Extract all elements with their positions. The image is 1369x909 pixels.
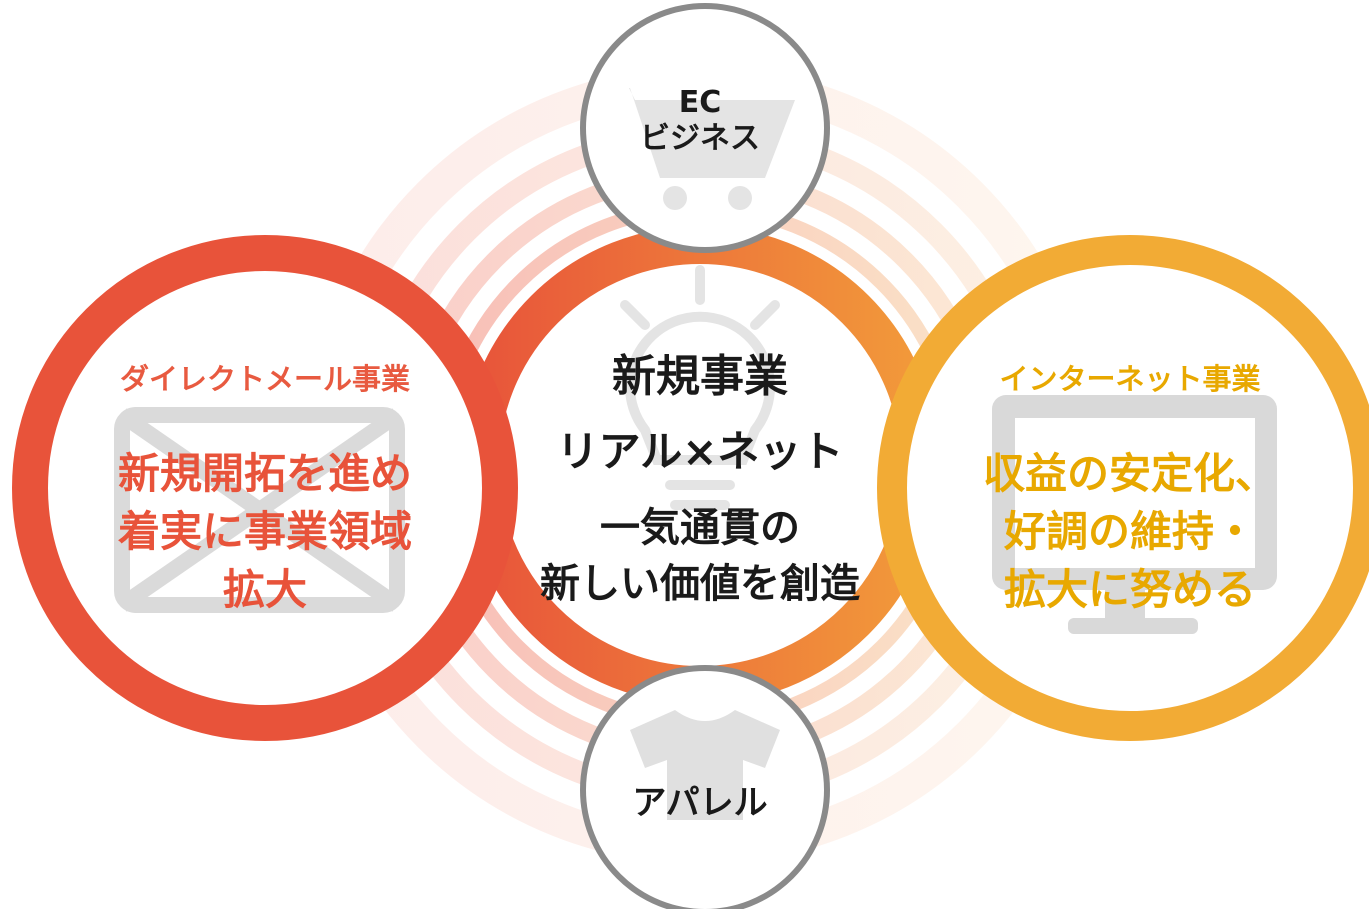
ec-label-line2: ビジネス: [640, 121, 760, 156]
ec-label-line1: EC: [678, 85, 722, 120]
ec-circle: [580, 3, 830, 253]
direct-mail-description: 新規開拓を進め 着実に事業領域 拡大: [117, 449, 412, 614]
internet-circle: [877, 235, 1369, 741]
ec-label: EC ビジネス: [600, 85, 800, 157]
tshirt-icon: [630, 710, 780, 820]
monitor-icon: [992, 395, 1277, 634]
cart-icon: [600, 88, 795, 210]
apparel-label: アパレル: [632, 783, 768, 823]
direct-mail-heading: ダイレクトメール事業: [119, 362, 410, 396]
internet-description: 収益の安定化、 好調の維持・ 拡大に努める: [982, 449, 1277, 614]
center-title: 新規事業: [612, 351, 788, 402]
direct-mail-circle: [12, 235, 518, 741]
lightbulb-icon: [620, 265, 780, 510]
center-subtitle: リアル×ネット: [556, 427, 844, 476]
center-description: 一気通貫の 新しい価値を創造: [540, 505, 860, 607]
internet-heading: インターネット事業: [999, 362, 1261, 396]
apparel-circle: [580, 665, 830, 909]
envelope-icon: [114, 407, 405, 613]
